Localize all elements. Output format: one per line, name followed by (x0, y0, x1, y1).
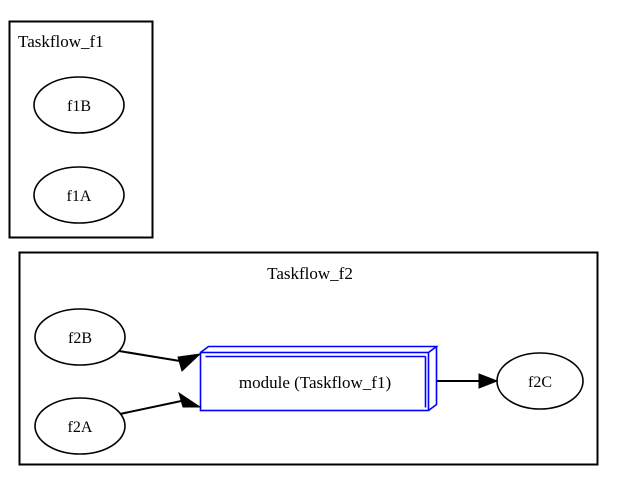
node-f2C[interactable]: f2C (496, 352, 584, 410)
node-f2A[interactable]: f2A (34, 397, 126, 455)
node-f2C-label: f2C (528, 374, 552, 391)
edge-f2B-to-module-arrowhead (177, 353, 202, 372)
cluster-taskflow-f1[interactable]: Taskflow_f1 f1B f1A (8, 20, 154, 239)
node-module-taskflow-f1[interactable]: module (Taskflow_f1) (199, 345, 439, 412)
cluster-taskflow-f1-label: Taskflow_f1 (18, 32, 104, 51)
edge-f2B-to-module[interactable] (118, 350, 202, 372)
node-f2B-ellipse (34, 308, 126, 366)
edge-f2A-to-module-arrowhead (178, 391, 202, 408)
node-f1A[interactable]: f1A (33, 166, 125, 224)
node-f2B[interactable]: f2B (34, 308, 126, 366)
node-f1B-ellipse (33, 76, 125, 134)
cluster-taskflow-f2[interactable]: Taskflow_f2 f2B f2A (18, 251, 599, 466)
node-f2B-label: f2B (68, 330, 92, 347)
node-f1A-label: f1A (67, 188, 92, 205)
node-f2A-label: f2A (68, 419, 93, 436)
node-module-label: module (Taskflow_f1) (239, 373, 391, 392)
node-f1B[interactable]: f1B (33, 76, 125, 134)
node-module-right-face (428, 346, 438, 412)
edge-f2B-to-module-line (118, 350, 187, 363)
node-module-top-face (200, 345, 439, 354)
edge-f2A-to-module-line (119, 399, 187, 415)
edge-module-to-f2C-arrowhead (478, 373, 499, 389)
edge-module-to-f2C[interactable] (437, 373, 499, 389)
cluster-taskflow-f2-label: Taskflow_f2 (267, 264, 353, 283)
node-f1B-label: f1B (67, 98, 91, 115)
node-module-front-face (199, 351, 430, 412)
cluster-taskflow-f2-border (18, 251, 599, 466)
edge-f2A-to-module[interactable] (119, 391, 202, 415)
node-f1A-ellipse (33, 166, 125, 224)
cluster-taskflow-f1-border (8, 20, 154, 239)
node-f2A-ellipse (34, 397, 126, 455)
